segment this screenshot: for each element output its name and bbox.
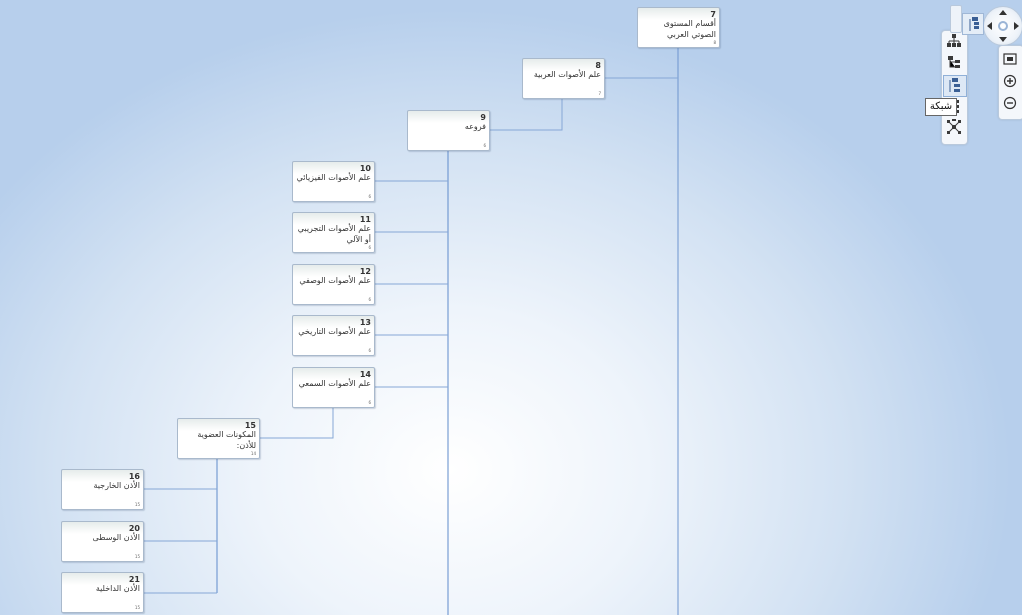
node-16[interactable]: 16 الأذن الخارجية 15 bbox=[61, 469, 144, 510]
node-title: الأذن الداخلية bbox=[95, 584, 140, 593]
node-title: علم الأصوات العربية bbox=[533, 70, 601, 79]
node-15[interactable]: 15 المكونات العضوية للأذن: 14 bbox=[177, 418, 260, 459]
node-number: 20 bbox=[128, 524, 140, 533]
node-number: 8 bbox=[595, 61, 601, 70]
node-number: 7 bbox=[710, 10, 716, 19]
zoom-in-button[interactable] bbox=[1003, 73, 1017, 88]
node-number: 11 bbox=[359, 215, 371, 224]
node-subtext: 7 bbox=[598, 91, 601, 96]
node-20[interactable]: 20 الأذن الوسطى 15 bbox=[61, 521, 144, 562]
layout-panel-toggle[interactable] bbox=[950, 5, 962, 33]
node-subtext: 15 bbox=[134, 502, 140, 507]
right-tree-layout-icon bbox=[948, 56, 960, 68]
node-number: 14 bbox=[359, 370, 371, 379]
node-subtext: 6 bbox=[368, 400, 371, 405]
node-12[interactable]: 12 علم الأصوات الوصفي 6 bbox=[292, 264, 375, 305]
current-layout-button[interactable] bbox=[962, 13, 984, 35]
node-title: علم الأصوات الفيزيائي bbox=[296, 173, 371, 182]
grid-layout-icon bbox=[969, 17, 979, 31]
node-subtext: 6 bbox=[368, 194, 371, 199]
node-title: علم الأصوات التاريخي bbox=[298, 327, 371, 336]
node-7[interactable]: 7 أقسام المستوى الصوتي العربي 8 bbox=[637, 7, 720, 48]
layout-option-org-chart[interactable] bbox=[946, 33, 962, 49]
radial-layout-icon bbox=[947, 119, 961, 134]
node-title: فروعه bbox=[464, 122, 486, 131]
node-13[interactable]: 13 علم الأصوات التاريخي 6 bbox=[292, 315, 375, 356]
grid-layout-icon bbox=[949, 78, 960, 92]
node-title: الأذن الوسطى bbox=[92, 533, 141, 542]
node-number: 16 bbox=[128, 472, 140, 481]
node-subtext: 6 bbox=[368, 297, 371, 302]
node-21[interactable]: 21 الأذن الداخلية 15 bbox=[61, 572, 144, 613]
node-subtext: 8 bbox=[713, 40, 716, 45]
node-11[interactable]: 11 علم الأصوات التجريبي أو الآلي 6 bbox=[292, 212, 375, 253]
node-number: 15 bbox=[244, 421, 256, 430]
node-subtext: 6 bbox=[368, 348, 371, 353]
node-9[interactable]: 9 فروعه 6 bbox=[407, 110, 490, 151]
node-number: 21 bbox=[128, 575, 140, 584]
node-title: علم الأصوات الوصفي bbox=[299, 276, 371, 285]
layout-tooltip: شبكة bbox=[925, 98, 957, 116]
layout-option-grid[interactable] bbox=[943, 75, 967, 97]
node-8[interactable]: 8 علم الأصوات العربية 7 bbox=[522, 58, 605, 99]
node-title: المكونات العضوية للأذن: bbox=[197, 430, 256, 450]
pan-control[interactable] bbox=[983, 6, 1022, 46]
node-number: 10 bbox=[359, 164, 371, 173]
zoom-out-button[interactable] bbox=[1003, 95, 1017, 110]
node-title: علم الأصوات السمعي bbox=[298, 379, 371, 388]
node-number: 12 bbox=[359, 267, 371, 276]
zoom-out-icon bbox=[1003, 96, 1017, 110]
pan-arrows-icon bbox=[987, 10, 1019, 42]
node-title: علم الأصوات التجريبي أو الآلي bbox=[297, 224, 371, 244]
node-subtext: 15 bbox=[134, 605, 140, 610]
node-10[interactable]: 10 علم الأصوات الفيزيائي 6 bbox=[292, 161, 375, 202]
node-subtext: 15 bbox=[134, 554, 140, 559]
layout-option-right-tree[interactable] bbox=[946, 54, 962, 70]
node-number: 9 bbox=[480, 113, 486, 122]
node-subtext: 14 bbox=[250, 451, 256, 456]
org-chart-layout-icon bbox=[947, 34, 961, 47]
fit-screen-icon bbox=[1003, 53, 1017, 65]
node-title: أقسام المستوى الصوتي العربي bbox=[663, 19, 716, 39]
fit-to-screen-button[interactable] bbox=[1003, 51, 1017, 65]
node-subtext: 6 bbox=[483, 143, 486, 148]
node-14[interactable]: 14 علم الأصوات السمعي 6 bbox=[292, 367, 375, 408]
zoom-in-icon bbox=[1003, 74, 1017, 88]
node-subtext: 6 bbox=[368, 245, 371, 250]
node-number: 13 bbox=[359, 318, 371, 327]
layout-option-radial[interactable] bbox=[946, 119, 962, 135]
node-title: الأذن الخارجية bbox=[93, 481, 140, 490]
